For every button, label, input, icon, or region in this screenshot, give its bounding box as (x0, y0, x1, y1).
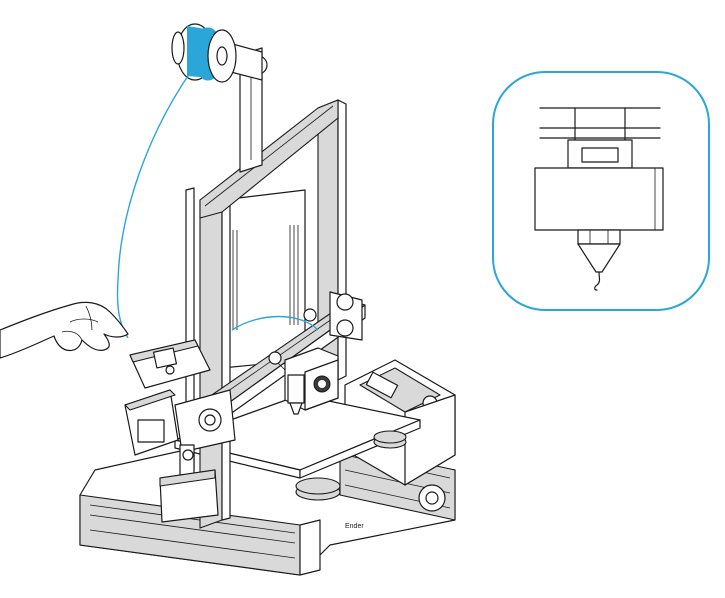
bed-leveling-wheel (373, 430, 407, 449)
nozzle-tip (577, 243, 621, 273)
extruder-motor (124, 389, 236, 523)
base-brand-text: Ender (345, 523, 364, 530)
heat-block (534, 167, 664, 231)
heat-bed (174, 394, 421, 501)
filament-spool (171, 23, 263, 83)
nozzle-hex (577, 229, 621, 245)
hotend-assembly (268, 347, 339, 415)
nozzle-callout (492, 71, 710, 311)
hand-icon (0, 301, 129, 359)
printer-base: Ender (79, 439, 456, 576)
extruder-feeder-block (129, 339, 211, 389)
filament-strand (116, 69, 193, 339)
extruded-filament (594, 271, 601, 291)
bed-leveling-wheel (295, 477, 341, 501)
z-carriage-right (303, 291, 363, 341)
